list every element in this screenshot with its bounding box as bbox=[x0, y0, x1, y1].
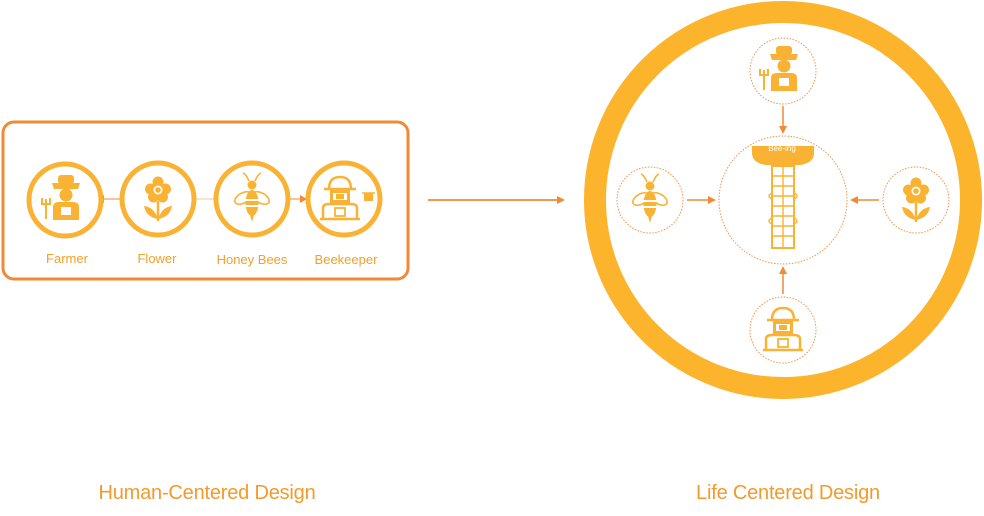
life-bee-node bbox=[616, 166, 684, 234]
honey-bees-label: Honey Bees bbox=[216, 252, 288, 267]
human-centered-caption: Human-Centered Design bbox=[98, 482, 316, 504]
arrow-to-beekeeper bbox=[300, 195, 307, 203]
farmer-label: Farmer bbox=[46, 251, 88, 266]
flower-node bbox=[119, 160, 197, 238]
honey-bees-node bbox=[213, 160, 291, 238]
life-centered-caption: Life Centered Design bbox=[696, 482, 880, 504]
beekeeper-label: Beekeeper bbox=[314, 252, 378, 267]
life-farmer-node bbox=[749, 37, 817, 105]
hive-box-icon bbox=[364, 193, 373, 201]
life-flower-node bbox=[882, 166, 950, 234]
bee-ing-tower-icon bbox=[752, 146, 814, 249]
human-centered-frame bbox=[1, 120, 410, 281]
bee-ing-label: Bee-ing bbox=[768, 144, 796, 153]
flower-label: Flower bbox=[137, 251, 177, 266]
life-beekeeper-node bbox=[749, 296, 817, 364]
bee-ing-hub-circle bbox=[718, 135, 848, 265]
life-centered-ring bbox=[584, 1, 982, 399]
beekeeper-node bbox=[305, 160, 383, 238]
farmer-node bbox=[26, 161, 104, 239]
